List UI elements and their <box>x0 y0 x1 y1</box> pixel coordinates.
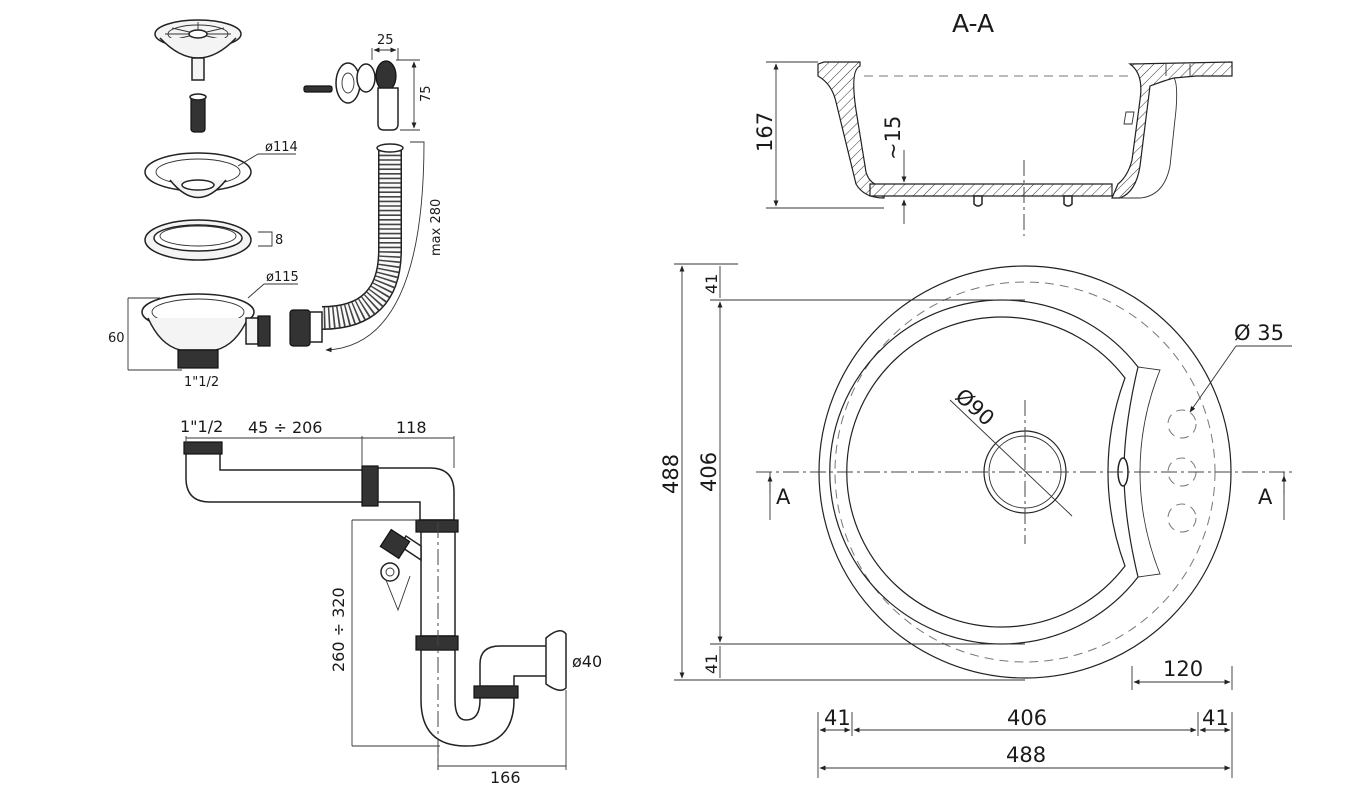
siphon-offset-label: 118 <box>396 418 427 437</box>
overflow-width-label: 25 <box>377 33 394 48</box>
body-height-label: 60 <box>108 331 125 346</box>
siphon-height-range-label: 260 ÷ 320 <box>329 587 348 672</box>
siphon <box>183 441 567 770</box>
plan-rim-top-label: 41 <box>702 274 721 294</box>
siphon-width-label: 166 <box>490 768 521 787</box>
tap-hole-diameter-label: Ø 35 <box>1234 321 1284 345</box>
siphon-inlet-thread-label: 1"1/2 <box>180 417 223 436</box>
tap-zone-width-label: 120 <box>1163 657 1203 681</box>
gasket-thickness-label: 8 <box>275 233 283 248</box>
overflow-assembly <box>303 60 399 131</box>
strainer-basket <box>154 19 242 81</box>
section-mark-right: A <box>1258 485 1273 509</box>
plan-rim-left-label: 41 <box>824 706 851 730</box>
section-mark-left: A <box>776 485 791 509</box>
plan-rim-right-label: 41 <box>1202 706 1229 730</box>
siphon-clip <box>380 562 411 612</box>
plan-inner-width-label: 406 <box>1007 706 1047 730</box>
drain-body <box>141 293 271 369</box>
siphon-horizontal-range-label: 45 ÷ 206 <box>248 418 322 437</box>
plan-inner-height-label: 406 <box>697 452 721 492</box>
section-title: A-A <box>952 9 994 38</box>
corrugated-hose <box>289 143 404 347</box>
gasket <box>144 219 252 261</box>
plan-outer-width-label: 488 <box>1006 743 1046 767</box>
plan-outer-height-label: 488 <box>659 454 683 494</box>
center-screw <box>189 93 207 133</box>
siphon-outlet-diameter-label: ø40 <box>572 652 602 671</box>
flange-ring <box>144 152 252 199</box>
section-depth-label: 167 <box>753 112 777 152</box>
plan-rim-bottom-label: 41 <box>702 654 721 674</box>
overflow-height-label: 75 <box>419 85 434 102</box>
body-diameter-label: ø115 <box>266 270 299 285</box>
sink-plan-view <box>756 265 1296 679</box>
sink-cross-section <box>817 61 1233 236</box>
ring-diameter-label: ø114 <box>265 140 298 155</box>
body-thread-label: 1"1/2 <box>184 375 219 390</box>
hose-length-label: max 280 <box>429 199 444 256</box>
exploded-drain-kit: ø114 8 ø115 60 1"1/2 <box>108 19 444 390</box>
section-wall-label: ~15 <box>881 116 905 160</box>
